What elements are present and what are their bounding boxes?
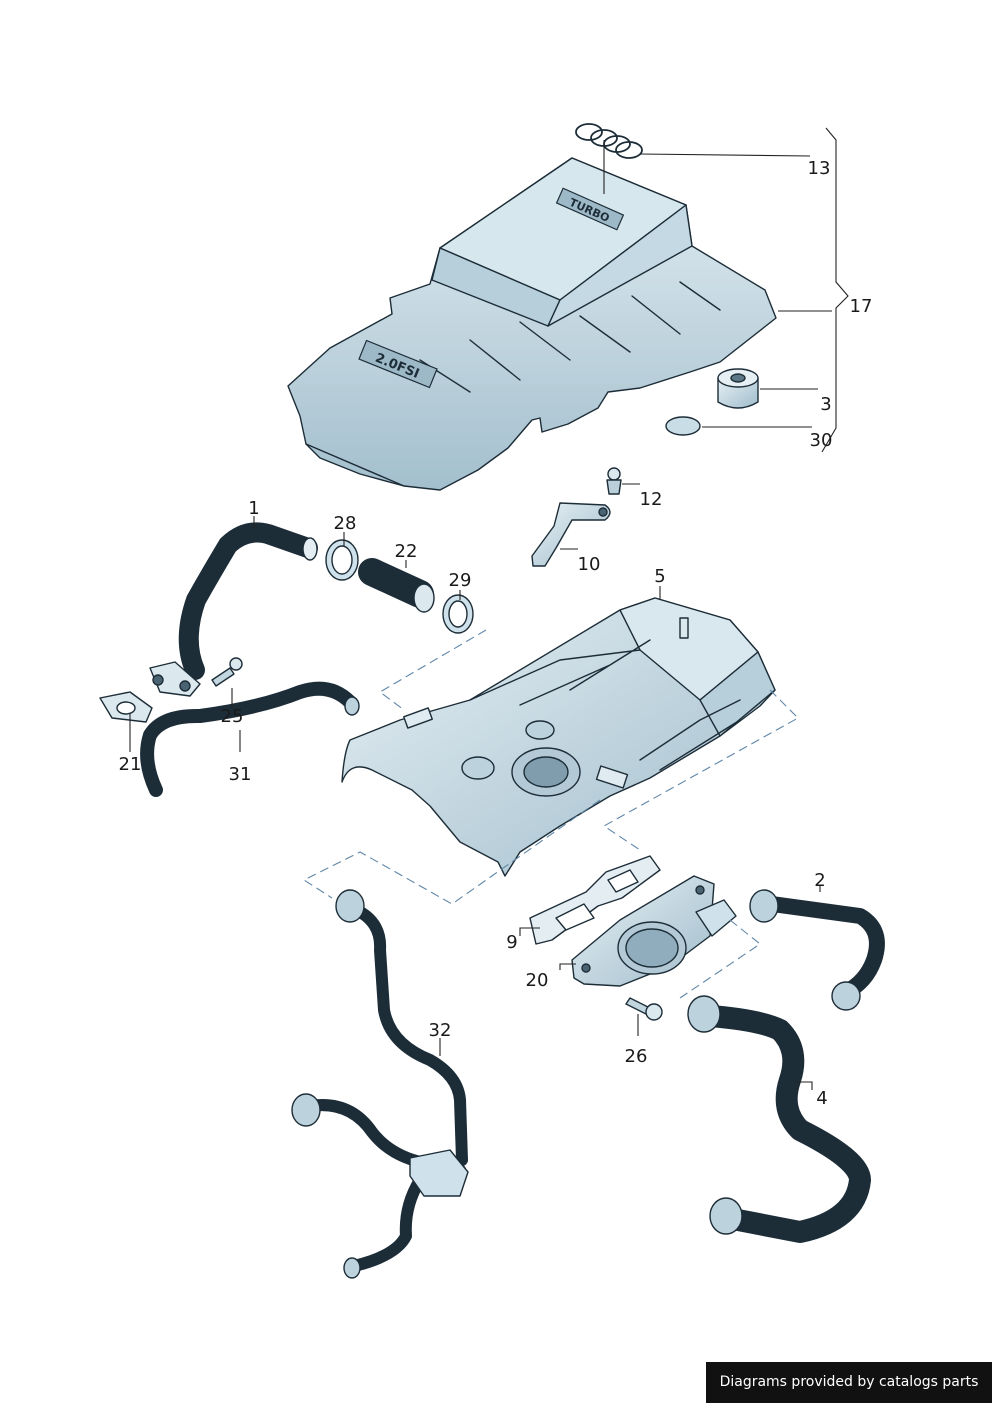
callout-26: 26: [625, 1046, 648, 1067]
credit-banner: Diagrams provided by catalogs parts: [706, 1362, 992, 1403]
pressure-regulator: [571, 875, 737, 987]
callout-12: 12: [640, 489, 663, 510]
engine-cover: [287, 157, 777, 491]
callout-10: 10: [578, 554, 601, 575]
cylinder-head-cover: [341, 597, 776, 877]
callout-21: 21: [119, 754, 142, 775]
bolt-25: [211, 657, 243, 687]
assembly-lines: [302, 629, 799, 999]
callout-29: 29: [449, 570, 472, 591]
hose-31: [140, 681, 360, 797]
hose-clamp-28: [325, 539, 359, 581]
hose-2: [749, 889, 885, 1011]
callout-1: 1: [248, 498, 259, 519]
hose-clamp-29: [442, 594, 474, 634]
rings-emblem: [575, 123, 643, 159]
callout-3: 3: [820, 394, 831, 415]
mounting-bracket: [531, 502, 611, 567]
callout-30: 30: [810, 430, 833, 451]
callout-2: 2: [814, 870, 825, 891]
callouts: 13 17 3 30 12 10 5 1 28 22 29 25 21 31 2…: [119, 158, 873, 1109]
cover-cap: [665, 416, 701, 436]
ball-stud: [606, 467, 622, 495]
hose-32: [291, 889, 469, 1279]
callout-17: 17: [850, 296, 873, 317]
hose-4: [687, 995, 871, 1243]
breather-hose: [149, 522, 318, 697]
callout-32: 32: [429, 1020, 452, 1041]
hose-22: [358, 558, 435, 613]
group-bracket: [821, 127, 849, 453]
callout-20: 20: [526, 970, 549, 991]
callout-5: 5: [654, 566, 665, 587]
leader-lines: [129, 140, 832, 1090]
callout-13: 13: [808, 158, 831, 179]
callout-9: 9: [506, 932, 517, 953]
gasket-21: [99, 691, 153, 723]
callout-31: 31: [229, 764, 252, 785]
callout-25: 25: [221, 706, 244, 727]
callout-28: 28: [334, 513, 357, 534]
gasket-9: [529, 855, 661, 945]
screw-26: [625, 997, 663, 1021]
callout-22: 22: [395, 541, 418, 562]
callout-4: 4: [816, 1088, 827, 1109]
rubber-grommet: [717, 368, 759, 409]
